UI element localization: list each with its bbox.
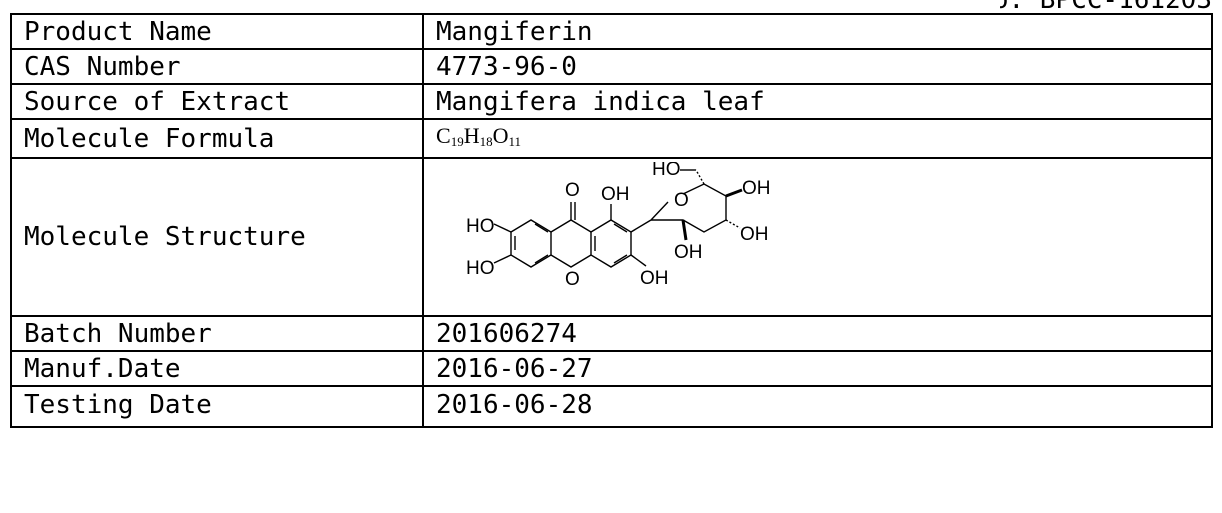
atom-oh-sugar-4: OH <box>742 178 771 199</box>
product-spec-table: Product Name Mangiferin CAS Number 4773-… <box>10 13 1213 428</box>
label-cas-number: CAS Number <box>10 48 424 85</box>
molecule-structure-diagram: O O O OH OH HO HO HO OH OH OH <box>466 162 771 290</box>
atom-ring-o: O <box>565 269 580 290</box>
atom-oh-sugar-2: OH <box>674 242 703 263</box>
atom-oh-1: OH <box>601 184 630 205</box>
formula-h: H <box>463 123 480 148</box>
formula-c-count: 19 <box>450 134 464 149</box>
formula-o: O <box>492 123 509 148</box>
value-molecule-structure: O O O OH OH HO HO HO OH OH OH <box>422 157 1213 317</box>
label-source-of-extract: Source of Extract <box>10 83 424 120</box>
formula-o-count: 11 <box>508 134 521 149</box>
header-clip: No: BPCC-161203 <box>1000 0 1222 14</box>
structure-bonds <box>493 169 743 268</box>
label-manuf-date: Manuf.Date <box>10 350 424 387</box>
formula-c: C <box>436 123 451 148</box>
label-molecule-structure: Molecule Structure <box>10 157 424 317</box>
formula-h-count: 18 <box>479 134 493 149</box>
atom-oh-3: OH <box>640 268 669 289</box>
atom-ho-6: HO <box>466 216 495 237</box>
label-batch-number: Batch Number <box>10 315 424 352</box>
label-product-name: Product Name <box>10 13 424 50</box>
row-testing-date: Testing Date 2016-06-28 <box>10 385 1213 428</box>
right-ring <box>590 219 632 268</box>
row-cas-number: CAS Number 4773-96-0 <box>10 48 1213 85</box>
value-product-name: Mangiferin <box>422 13 1213 50</box>
row-batch-number: Batch Number 201606274 <box>10 315 1213 352</box>
value-manuf-date: 2016-06-27 <box>422 350 1213 387</box>
atom-oh-sugar-3: OH <box>740 224 769 245</box>
label-testing-date: Testing Date <box>10 385 424 428</box>
structure-atom-labels: O O O OH OH HO HO HO OH OH OH <box>466 162 771 290</box>
row-molecule-formula: Molecule Formula C19H18O11 <box>10 118 1213 159</box>
row-product-name: Product Name Mangiferin <box>10 13 1213 50</box>
document-reference-number: No: BPCC-161203 <box>1000 0 1212 14</box>
row-manuf-date: Manuf.Date 2016-06-27 <box>10 350 1213 387</box>
atom-sugar-ring-o: O <box>674 190 689 211</box>
value-cas-number: 4773-96-0 <box>422 48 1213 85</box>
label-molecule-formula: Molecule Formula <box>10 118 424 159</box>
atom-carbonyl-o: O <box>565 180 580 201</box>
molecular-formula: C19H18O11 <box>436 123 521 149</box>
value-molecule-formula: C19H18O11 <box>422 118 1213 159</box>
value-source-of-extract: Mangifera indica leaf <box>422 83 1213 120</box>
value-testing-date: 2016-06-28 <box>422 385 1213 428</box>
atom-ho-ch2: HO <box>652 162 681 180</box>
atom-ho-7: HO <box>466 258 495 279</box>
value-batch-number: 201606274 <box>422 315 1213 352</box>
left-ring <box>510 219 552 268</box>
row-source-of-extract: Source of Extract Mangifera indica leaf <box>10 83 1213 120</box>
row-molecule-structure: Molecule Structure <box>10 157 1213 317</box>
